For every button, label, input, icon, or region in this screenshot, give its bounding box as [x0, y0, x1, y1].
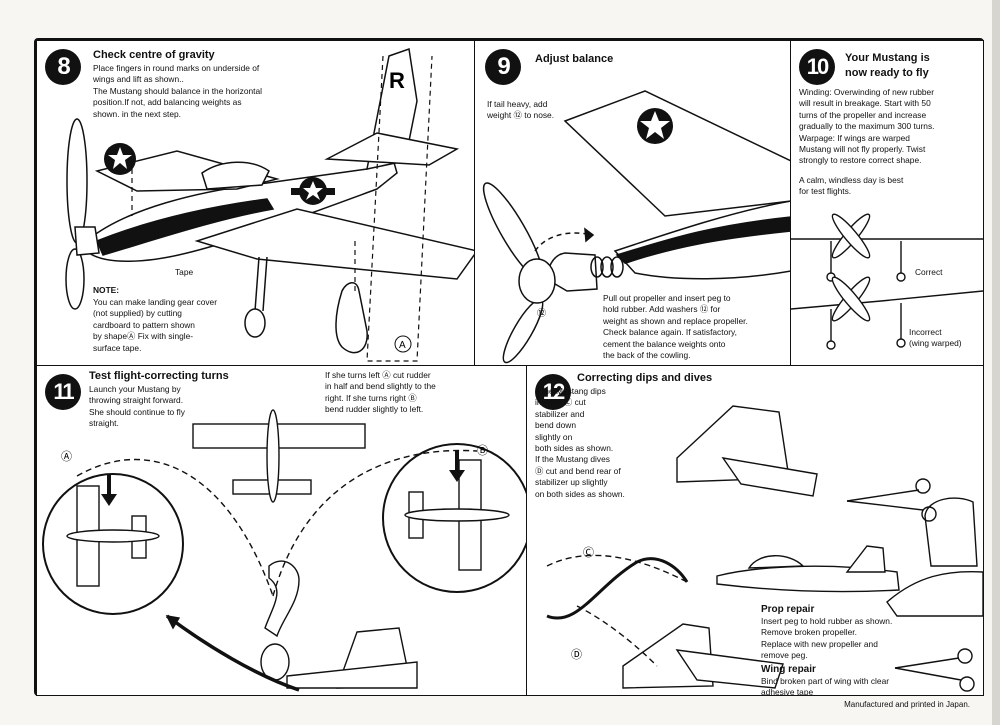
tail-letter: R [389, 68, 405, 93]
panel-step-8: R A 8 Check centre of gravity Place fing… [36, 40, 476, 367]
step-9-body-1: If tail heavy, add weight ⑫ to nose. [487, 99, 555, 121]
mustang-nose-illustration: ⑫ [482, 90, 791, 364]
step-9-title: Adjust balance [535, 53, 614, 65]
step-8-body: Place fingers in round marks on undersid… [93, 63, 263, 119]
direction-a-label: Ⓐ [61, 450, 72, 463]
tape-label: Tape [175, 267, 194, 277]
step-number-11: 11 [45, 374, 81, 410]
step-9-body-2: Pull out propeller and insert peg to hol… [603, 293, 748, 361]
incorrect-label: Incorrect (wing warped) [909, 327, 962, 349]
warped-wing-illustration [791, 213, 983, 350]
step-12-title: Correcting dips and dives [577, 372, 713, 384]
step-number-8: 8 [45, 49, 81, 85]
prop-repair-body: Insert peg to hold rubber as shown. Remo… [761, 616, 893, 661]
note-title: NOTE: [93, 285, 120, 295]
mustang-balance-illustration: R A [65, 47, 475, 362]
turn-correction-illustration: Ⓐ Ⓑ [42, 409, 527, 692]
panel-step-10: 10 Your Mustang is now ready to fly Wind… [790, 40, 984, 367]
note-body: You can make landing gear cover (not sup… [93, 297, 218, 353]
wing-repair-body: Bind broken part of wing with clear adhe… [761, 676, 890, 696]
panel-step-12: Ⓒ Ⓓ 12 Correcting dips and dives If the … [526, 365, 984, 696]
page-edge-shadow [992, 0, 1000, 725]
marker-a: A [399, 340, 406, 351]
step-number-9: 9 [485, 49, 521, 85]
stabilizer-repair-illustration: Ⓒ Ⓓ [546, 405, 983, 692]
step-12-body: If the Mustang dips in flight Ⓒ cut stab… [535, 386, 625, 499]
panel-step-11: Ⓐ Ⓑ 11 Test flight-correcting turns Laun… [36, 365, 528, 696]
step-11-body-1: Launch your Mustang by throwing straight… [89, 384, 185, 429]
prop-repair-title: Prop repair [761, 604, 815, 615]
panel-step-9: ⑫ 9 Adjust balance If tail heavy, add we… [474, 40, 792, 367]
dip-label: Ⓒ [583, 546, 594, 559]
step-10-body-1: Winding: Overwinding of new rubber will … [799, 87, 935, 166]
dive-label: Ⓓ [571, 648, 582, 661]
footer-text: Manufactured and printed in Japan. [844, 700, 970, 709]
instruction-sheet: R A 8 Check centre of gravity Place fing… [34, 38, 984, 696]
step-11-body-2: If she turns left Ⓐ cut rudder in half a… [325, 370, 436, 415]
step-number-12: 12 [535, 374, 571, 410]
direction-b-label: Ⓑ [477, 444, 488, 457]
step-10-title: Your Mustang is now ready to fly [845, 52, 930, 79]
step-11-title: Test flight-correcting turns [89, 370, 229, 382]
wing-repair-title: Wing repair [761, 664, 816, 675]
roundel-icon [104, 143, 136, 175]
correct-label: Correct [915, 267, 943, 277]
step-10-body-2: A calm, windless day is best for test fl… [799, 175, 904, 197]
step-8-title: Check centre of gravity [93, 49, 215, 61]
step-number-10: 10 [799, 49, 835, 85]
washer-label: ⑫ [537, 308, 546, 318]
